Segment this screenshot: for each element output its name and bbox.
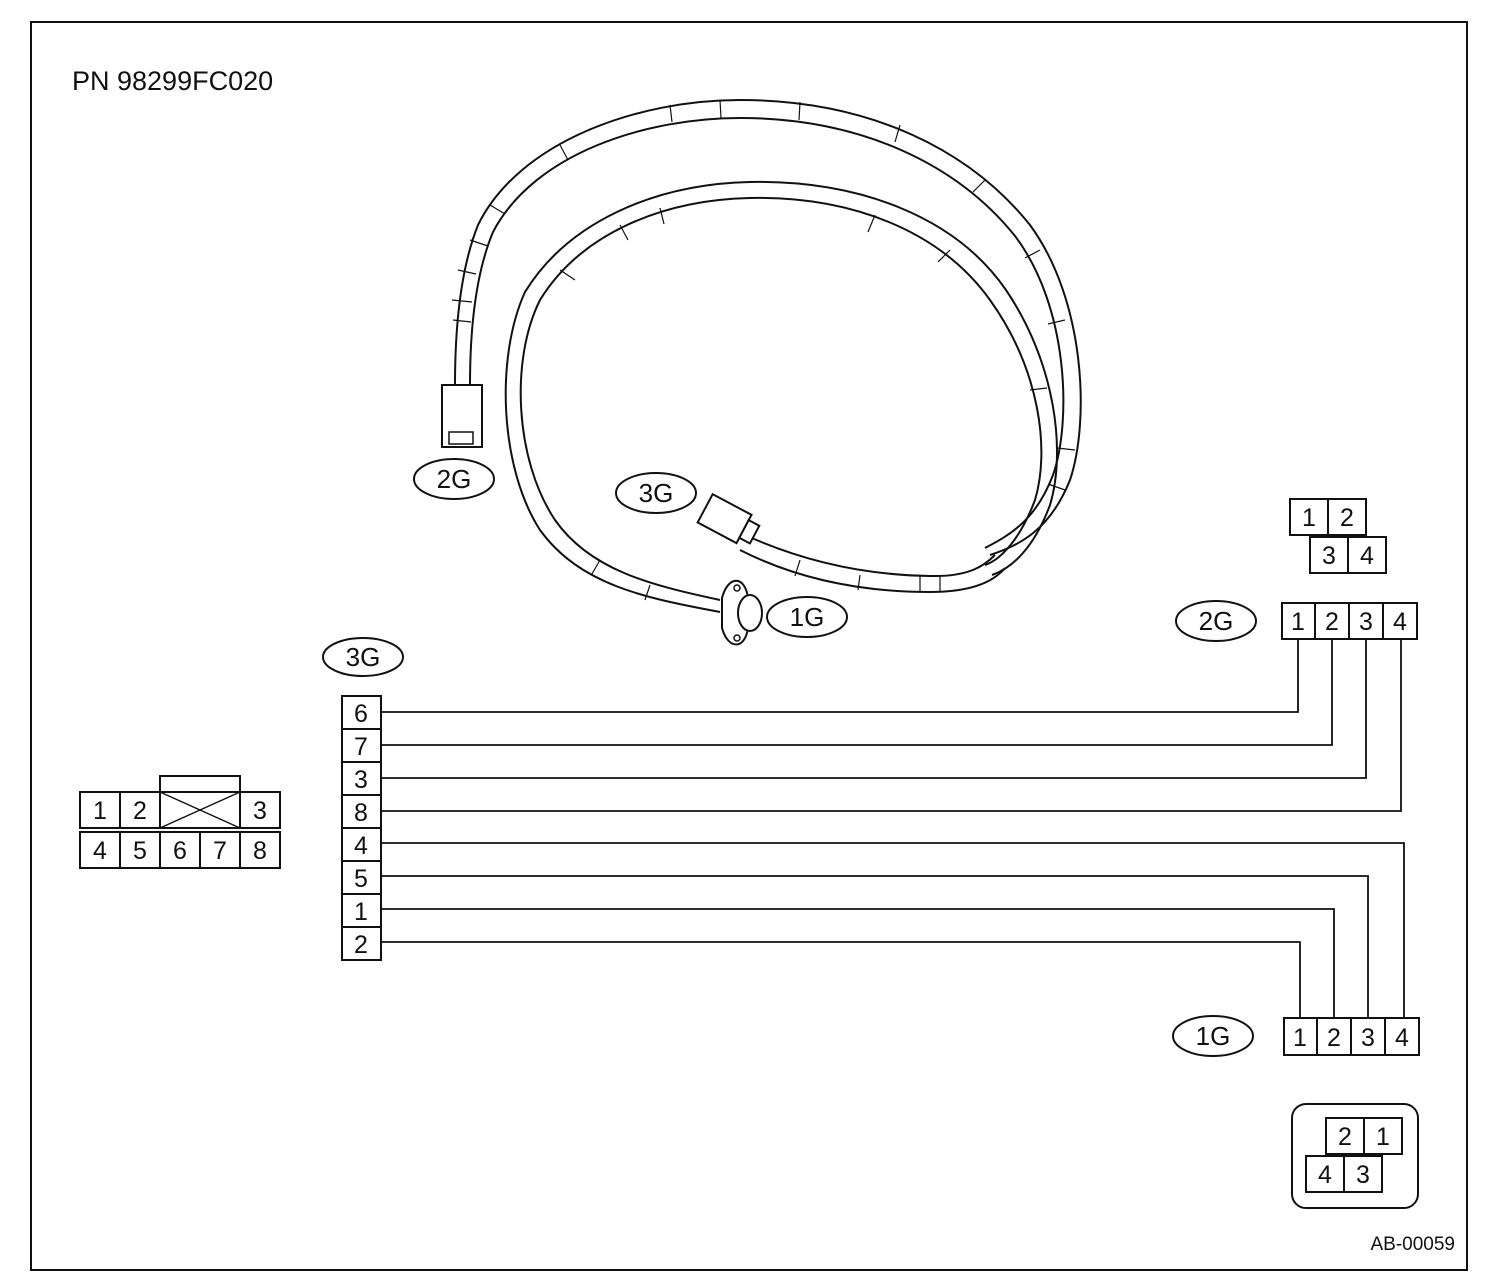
face-3g-pin: 7: [213, 837, 227, 865]
diagram-frame: [30, 21, 1468, 1271]
face-1g-pin: 1: [1376, 1123, 1390, 1151]
face-3g-pin: 5: [133, 837, 147, 865]
face-2g-pin: 4: [1360, 542, 1374, 570]
connector-3g-label: 3G: [346, 642, 381, 672]
harness-label-3g: 3G: [639, 478, 674, 508]
connector-2g-face: 1 2 3 4: [1289, 498, 1387, 574]
connector-2g-label: 2G: [1199, 606, 1234, 636]
connector-1g-face: 2 1 4 3: [1291, 1103, 1419, 1209]
connector-2g-pins: 2G 1 2 3 4: [1175, 600, 1418, 642]
face-1g-pin: 2: [1338, 1123, 1352, 1151]
connector-1g-pin: 1: [1293, 1024, 1307, 1052]
face-2g-pin: 3: [1322, 542, 1336, 570]
harness-label-2g: 2G: [437, 464, 472, 494]
face-3g-pin: 2: [133, 797, 147, 825]
connector-3g-pin: 8: [354, 799, 368, 827]
wire-3g3-2g3: [381, 639, 1367, 779]
connector-3g-label-oval: [322, 637, 404, 677]
wires: [381, 639, 1405, 1018]
connector-1g-pins: 1G 1 2 3 4: [1172, 1015, 1420, 1057]
wire-3g1-1g2: [381, 908, 1335, 1018]
face-1g-pin: 4: [1318, 1161, 1332, 1189]
face-3g-pin: 3: [253, 797, 267, 825]
connector-3g-pin: 2: [354, 931, 368, 959]
connector-3g-face: 1 2 3 4 5 6 7 8: [79, 775, 281, 869]
part-number: PN 98299FC020: [72, 66, 273, 96]
connector-3g-pin: 5: [354, 865, 368, 893]
wire-3g7-2g2: [381, 639, 1333, 746]
connector-1g-label: 1G: [1196, 1021, 1231, 1051]
harness-illustration: 2G 3G 1G: [413, 98, 1082, 646]
connector-2g-pin: 3: [1359, 608, 1373, 636]
connector-2g-pin: 4: [1393, 608, 1407, 636]
wire-3g4-1g4: [381, 842, 1405, 1018]
connector-3g-pin: 7: [354, 733, 368, 761]
face-3g-pin: 8: [253, 837, 267, 865]
face-1g-pin: 3: [1356, 1161, 1370, 1189]
figure-id: AB-00059: [1370, 1234, 1455, 1255]
connector-3g-pin: 1: [354, 898, 368, 926]
wire-3g5-1g3: [381, 875, 1369, 1018]
wire-3g8-2g4: [381, 639, 1402, 812]
connector-3g-pin: 6: [354, 700, 368, 728]
connector-2g-pin: 1: [1291, 608, 1305, 636]
harness-label-3g-oval: [615, 472, 697, 514]
connector-2g-pin: 2: [1325, 608, 1339, 636]
connector-1g-pin: 3: [1361, 1024, 1375, 1052]
connector-3g-pins: 3G 6 7 3 8 4 5 1 2: [322, 637, 404, 961]
connector-1g-label-oval: [1172, 1015, 1254, 1057]
harness-label-1g-oval: [766, 596, 848, 638]
face-3g-pin: 4: [93, 837, 107, 865]
face-3g-pin: 1: [93, 797, 107, 825]
connector-1g-pin: 4: [1395, 1024, 1409, 1052]
connector-3g-pin: 4: [354, 832, 368, 860]
harness-label-1g: 1G: [790, 602, 825, 632]
harness-label-2g-oval: [413, 458, 495, 500]
connector-2g-label-oval: [1175, 600, 1257, 642]
face-2g-pin: 1: [1302, 504, 1316, 532]
connector-1g-pin: 2: [1327, 1024, 1341, 1052]
connector-3g-pin: 3: [354, 766, 368, 794]
face-2g-pin: 2: [1340, 504, 1354, 532]
face-3g-pin: 6: [173, 837, 187, 865]
wire-3g6-2g1: [381, 639, 1299, 713]
wire-3g2-1g1: [381, 941, 1301, 1018]
